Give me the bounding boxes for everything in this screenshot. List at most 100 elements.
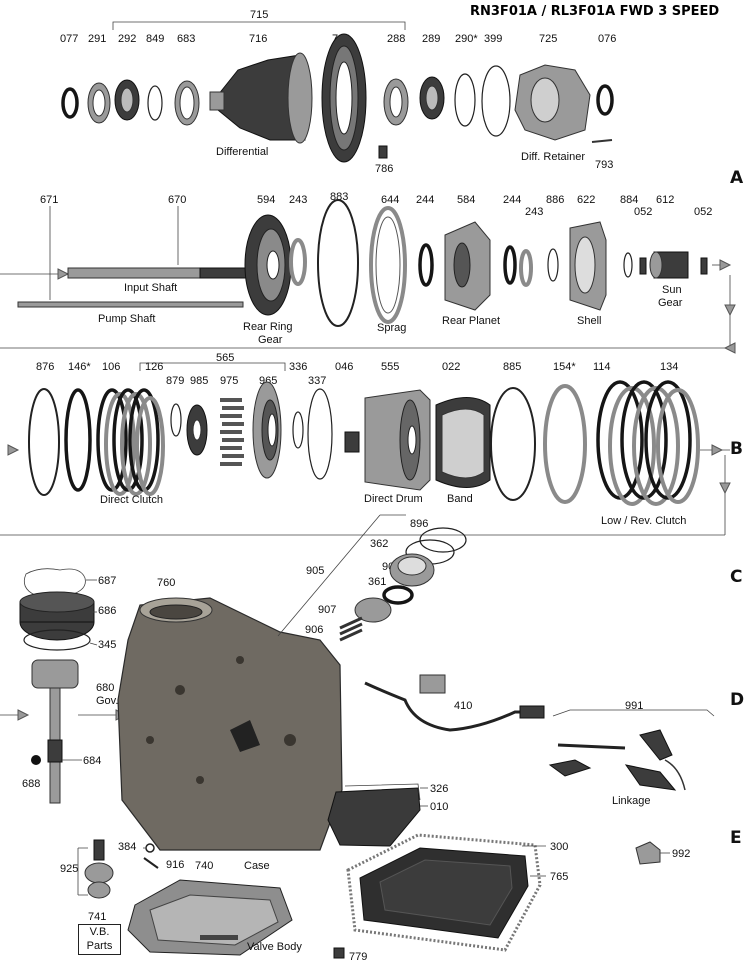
part-number: 716: [249, 33, 267, 45]
label-direct-clutch: Direct Clutch: [100, 494, 163, 506]
part-number: 680: [96, 682, 114, 694]
label-gov: Gov.: [96, 695, 118, 707]
part-number: 345: [98, 639, 116, 651]
label-shell: Shell: [577, 315, 601, 327]
seal-361: [382, 585, 414, 605]
part-number: 879: [166, 375, 184, 387]
part-number: 399: [484, 33, 502, 45]
part-number: 584: [457, 194, 475, 206]
part-number: 154*: [553, 361, 576, 373]
seal-337: [307, 388, 333, 480]
part-number: 765: [550, 871, 568, 883]
label-case: Case: [244, 860, 270, 872]
part-number: 849: [146, 33, 164, 45]
part-number: 876: [36, 361, 54, 373]
bushing-046: [344, 431, 360, 453]
linkage-bracket: [548, 759, 592, 777]
section-d-label: D: [730, 690, 744, 710]
part-number: 106: [102, 361, 120, 373]
diagram-title: RN3F01A / RL3F01A FWD 3 SPEED: [470, 4, 719, 19]
part-number: 688: [22, 778, 40, 790]
snap-ring-883: [317, 199, 359, 327]
label-rear-ring-gear: Gear: [258, 334, 283, 346]
part-number: 906: [305, 624, 323, 636]
label-sprag: Sprag: [377, 322, 406, 334]
seal-077: [61, 87, 79, 119]
ball-688: [31, 755, 41, 765]
part-number: 010: [430, 801, 448, 813]
part-number: 671: [40, 194, 58, 206]
differential-case: [217, 54, 306, 141]
snap-ring-876: [28, 388, 60, 496]
section-e-label: E: [730, 828, 742, 848]
part-number: 555: [381, 361, 399, 373]
row-gear-train: 671 670 594 243 883 644 244 584 244 243 …: [0, 191, 736, 354]
spring-916: [143, 857, 159, 869]
part-number: 687: [98, 575, 116, 587]
part-number: 022: [442, 361, 460, 373]
snap-ring-052: [639, 257, 647, 275]
part-number: 046: [335, 361, 353, 373]
low-rev-clutch-pack: [596, 380, 700, 506]
part-number: 992: [672, 848, 690, 860]
part-number: 244: [503, 194, 521, 206]
part-number: 786: [375, 163, 393, 175]
part-number: 612: [656, 194, 674, 206]
pin-384: [145, 843, 155, 853]
part-number: 146*: [68, 361, 91, 373]
part-number: 076: [598, 33, 616, 45]
part-number: 779: [349, 951, 367, 963]
filter-010: [327, 787, 421, 847]
part-number: 683: [177, 33, 195, 45]
label-sun: Sun: [662, 284, 682, 296]
part-number: 886: [546, 194, 564, 206]
servo-907: [354, 597, 392, 623]
part-number: 670: [168, 194, 186, 206]
shim-290: [454, 73, 476, 127]
label-differential: Differential: [216, 146, 268, 158]
part-number: 565: [216, 352, 234, 364]
part-number: 052: [694, 206, 712, 218]
wiring-harness-410: [364, 681, 525, 732]
part-number: 134: [660, 361, 678, 373]
vb-parts-label: Parts: [86, 940, 113, 952]
label-linkage: Linkage: [612, 795, 651, 807]
part-number: 622: [577, 194, 595, 206]
label-direct-drum: Direct Drum: [364, 493, 423, 505]
washer-244: [418, 243, 434, 287]
sprag-644: [369, 206, 407, 324]
switch-992: [635, 841, 661, 865]
part-number: 684: [83, 755, 101, 767]
part-number: 793: [595, 159, 613, 171]
check-valve-925: [93, 839, 105, 861]
part-number: 290*: [455, 33, 478, 45]
part-number: 975: [220, 375, 238, 387]
part-number: 126: [145, 361, 163, 373]
row-differential: 715 077 291 292 849 683 716 720 288 289 …: [60, 9, 616, 175]
pan-gasket-300: [346, 833, 542, 952]
gasket-687: [23, 568, 86, 598]
part-number: 925: [60, 863, 78, 875]
part-number: 594: [257, 194, 275, 206]
part-number: 916: [166, 859, 184, 871]
part-number: 885: [503, 361, 521, 373]
bolt-786: [378, 145, 388, 159]
part-number: 243: [289, 194, 307, 206]
label-valve-body: Valve Body: [247, 941, 302, 953]
part-number: 291: [88, 33, 106, 45]
washer-243: [289, 238, 307, 286]
snap-ring-849: [147, 85, 163, 121]
spring-906: [339, 616, 363, 642]
label-diff-retainer: Diff. Retainer: [521, 151, 585, 163]
part-number: 740: [195, 860, 213, 872]
part-number: 384: [118, 841, 136, 853]
transmission-case-760: [117, 597, 343, 851]
part-number: 884: [620, 194, 638, 206]
part-number: 077: [60, 33, 78, 45]
part-number: 896: [410, 518, 428, 530]
row-clutches: 565 876 146* 106 126 879 985 975 965 336…: [0, 352, 731, 536]
direct-clutch-pack: [96, 388, 165, 496]
washer-244-b: [503, 245, 517, 285]
part-number: 289: [422, 33, 440, 45]
part-number: 725: [539, 33, 557, 45]
